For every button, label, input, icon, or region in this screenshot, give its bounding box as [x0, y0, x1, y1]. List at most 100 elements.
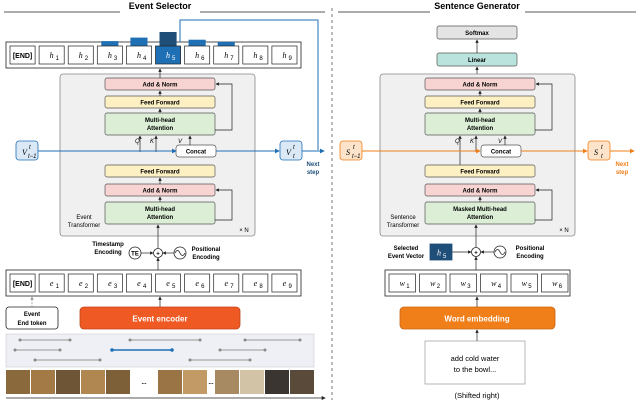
- v-cur-label: V: [286, 148, 292, 157]
- token-subscript: 4: [143, 56, 147, 62]
- token-cell: [184, 45, 211, 65]
- token-label: e: [50, 279, 54, 288]
- sel-multihead-top-label-1: Multi-head: [145, 118, 175, 124]
- event-end-token-label-1: Event: [24, 312, 40, 318]
- token-cell: [38, 45, 65, 65]
- gen-next-step-2: step: [616, 170, 629, 176]
- gen-plus-sign: +: [474, 251, 478, 257]
- gen-residual-bottom: [535, 188, 553, 221]
- s-cur-box: [587, 140, 611, 161]
- token-label: e: [137, 279, 141, 288]
- gen-add-norm-top: [424, 77, 536, 91]
- event-selector-title: Event Selector: [129, 1, 192, 11]
- sel-plus-sign: +: [156, 252, 160, 258]
- token-subscript: 8: [259, 56, 263, 62]
- proposal-dot: [18, 338, 22, 342]
- token-label: e: [79, 279, 83, 288]
- token-cell: [67, 273, 94, 293]
- word-embedding-label: Word embedding: [444, 315, 509, 324]
- h5-vector-sub: 5: [443, 254, 447, 260]
- token-label: w: [491, 279, 497, 288]
- token-cell: [480, 273, 508, 293]
- input-text-box: [424, 340, 526, 385]
- token-subscript: 7: [230, 56, 234, 62]
- gen-next-step-1: Next: [615, 162, 628, 168]
- token-cell: [419, 273, 447, 293]
- v-prev-sub: t−1: [28, 154, 37, 160]
- video-frame: [31, 370, 55, 394]
- gen-positional-label-2: Encoding: [516, 254, 544, 260]
- token-label: [END]: [13, 53, 32, 60]
- sel-next-step-1: Next: [306, 162, 319, 168]
- token-cell: [388, 273, 416, 293]
- v-cur-sup: t: [293, 145, 295, 151]
- h5-vector-box: [429, 243, 453, 261]
- token-cell: [271, 45, 298, 65]
- gen-multihead-top-label-1: Multi-head: [465, 118, 495, 124]
- proposal-dot: [218, 348, 222, 352]
- gen-q-label: Q: [455, 139, 460, 145]
- gen-masked-multihead-label-2: Attention: [467, 215, 494, 221]
- sel-multihead-top-label-2: Attention: [147, 126, 174, 132]
- gen-feed-forward-top-label: Feed Forward: [460, 101, 500, 107]
- proposal-dot: [263, 348, 267, 352]
- proposal-dot: [33, 358, 37, 362]
- proposal-dot: [68, 338, 72, 342]
- sel-residual-bottom: [215, 188, 233, 221]
- proposal-dot: [248, 358, 252, 362]
- token-subscript: 9: [288, 284, 292, 290]
- v-cur-box: [279, 140, 303, 161]
- sentence-transformer-label-2: Transformer: [387, 223, 419, 229]
- video-frame: [183, 370, 207, 394]
- s-cur-sup: t: [601, 145, 603, 151]
- token-label: w: [522, 279, 528, 288]
- sel-multihead-bottom-label-2: Attention: [147, 215, 174, 221]
- token-cell: [242, 273, 269, 293]
- input-text-line-1: add cold water: [451, 354, 500, 363]
- proposal-segments: [13, 338, 302, 362]
- proposal-dot: [98, 358, 102, 362]
- proposal-dot: [198, 338, 202, 342]
- token-label: h: [253, 51, 257, 60]
- token-label: e: [108, 279, 112, 288]
- gen-residual-top: [535, 82, 553, 131]
- event-encoder-label: Event encoder: [132, 315, 187, 324]
- gen-feed-forward-bottom: [424, 164, 536, 178]
- v-cur-sub: t: [293, 154, 295, 160]
- video-frame: [290, 370, 314, 394]
- sentence-transformer-times-n: × N: [559, 228, 569, 234]
- proposal-dot: [298, 338, 302, 342]
- video-frames: [6, 370, 314, 394]
- token-cell: [38, 273, 65, 293]
- s-prev-sub: t−1: [352, 154, 361, 160]
- event-transformer-label-2: Transformer: [68, 223, 100, 229]
- sel-feed-forward-top-label: Feed Forward: [140, 101, 180, 107]
- token-label: e: [254, 279, 258, 288]
- token-cell: [67, 45, 94, 65]
- gen-v-label: V: [498, 139, 503, 145]
- proposal-dot: [243, 338, 247, 342]
- video-frame: [158, 370, 182, 394]
- token-label: h: [137, 51, 141, 60]
- te-label: TE: [131, 252, 139, 258]
- token-subscript: 5: [172, 56, 176, 62]
- attention-bar: [130, 37, 148, 46]
- token-cell: [213, 273, 240, 293]
- token-cell: [184, 273, 211, 293]
- token-subscript: 5: [528, 284, 532, 290]
- gen-add-norm-bottom: [424, 183, 536, 197]
- token-subscript: 6: [201, 56, 205, 62]
- token-subscript: 5: [172, 284, 176, 290]
- token-subscript: 3: [467, 284, 471, 290]
- proposal-dot: [58, 348, 62, 352]
- token-cell: [96, 273, 123, 293]
- event-transformer-label-1: Event: [76, 215, 92, 221]
- token-subscript: 2: [437, 284, 441, 290]
- token-subscript: 1: [406, 284, 410, 290]
- token-cell: [541, 273, 569, 293]
- sel-positional-label-2: Encoding: [192, 255, 220, 261]
- sel-positional-label-1: Positional: [192, 247, 221, 253]
- sel-feed-forward-bottom-label: Feed Forward: [140, 170, 180, 176]
- token-label: w: [552, 279, 558, 288]
